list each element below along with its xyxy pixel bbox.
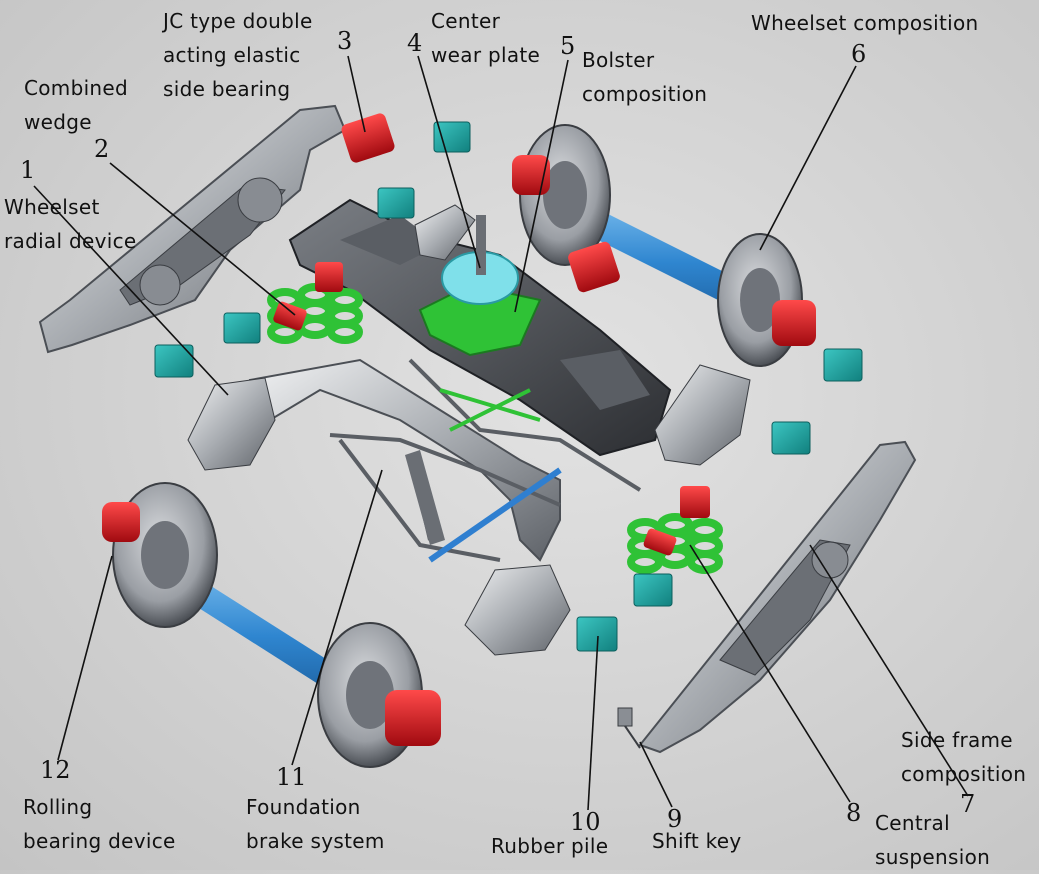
radial-device xyxy=(187,204,751,656)
callout-5: 5 xyxy=(560,32,575,60)
spring-group-right xyxy=(627,486,723,574)
callout-3: 3 xyxy=(337,27,352,55)
callout-1: 1 xyxy=(20,156,35,184)
callout-9: 9 xyxy=(667,805,682,833)
spring-group-left xyxy=(267,262,363,344)
callout-8: 8 xyxy=(846,799,861,827)
callout-12: 12 xyxy=(40,756,71,784)
callout-10: 10 xyxy=(570,808,601,836)
front-wheelset xyxy=(102,482,441,768)
brake-system xyxy=(329,358,642,563)
label-rubber-pile: Rubber pile xyxy=(491,834,609,858)
callout-numbers: 1 2 3 4 5 6 7 8 9 10 11 12 xyxy=(20,27,975,836)
label-shift-key: Shift key xyxy=(652,829,742,853)
left-side-frame xyxy=(38,104,347,354)
callout-7: 7 xyxy=(960,790,975,818)
side-bearing-middle xyxy=(568,241,620,293)
rear-wheelset xyxy=(512,124,816,367)
right-side-frame xyxy=(638,440,917,754)
brake-lever xyxy=(405,450,445,545)
bolster xyxy=(288,198,672,457)
callout-2: 2 xyxy=(94,135,109,163)
side-bearing-top xyxy=(341,113,395,163)
shift-key xyxy=(617,707,641,749)
leader-lines xyxy=(33,55,969,811)
callout-6: 6 xyxy=(851,40,866,68)
callout-11: 11 xyxy=(276,763,307,791)
callout-4: 4 xyxy=(407,29,422,57)
label-wheelset-composition: Wheelset composition xyxy=(751,11,979,35)
